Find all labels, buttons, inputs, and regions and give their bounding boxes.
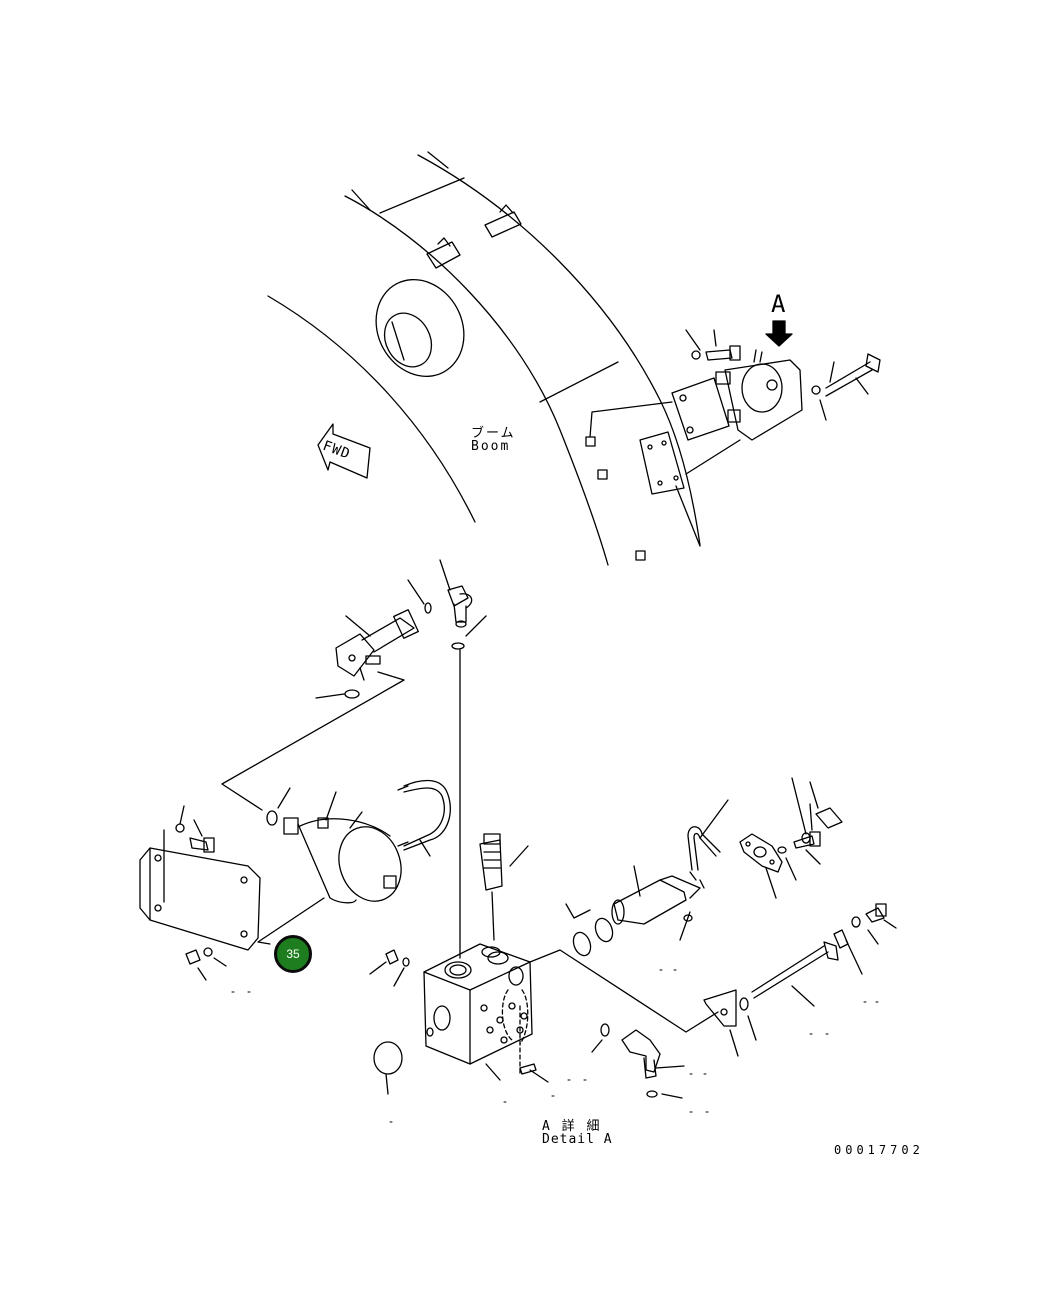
view-a-letter: A xyxy=(771,290,786,318)
solenoid-fitting xyxy=(221,609,419,811)
fwd-arrow-outline xyxy=(317,423,371,479)
view-a-arrow xyxy=(765,320,793,347)
hose xyxy=(397,779,451,857)
cartridge-valve xyxy=(479,833,529,958)
solenoid-coil xyxy=(565,865,705,957)
elbow-fitting-lower xyxy=(621,1029,685,1099)
manifold-block xyxy=(423,943,719,1083)
accumulator xyxy=(257,787,402,945)
tube-u xyxy=(687,799,729,871)
mounting-bracket xyxy=(139,805,261,981)
upper-valve-assembly xyxy=(589,329,881,547)
boom-label-en: Boom xyxy=(471,439,511,454)
long-bolt xyxy=(751,903,897,1007)
ref-dashes xyxy=(231,969,879,1123)
boom-outline xyxy=(267,151,701,566)
elbow-fitting-upper xyxy=(407,559,487,650)
block-fittings xyxy=(369,949,610,1095)
boom-label-jp: ブーム xyxy=(471,426,516,441)
flange-block xyxy=(739,777,843,899)
small-bracket-right xyxy=(703,989,757,1057)
boom-clips xyxy=(426,204,646,561)
drawing-number: 00017702 xyxy=(834,1143,924,1157)
detail-label-en: Detail A xyxy=(542,1132,613,1147)
callout-35-number: 35 xyxy=(286,947,300,961)
callout-35[interactable]: 35 xyxy=(274,935,312,973)
detail-label-jp: A 詳 細 xyxy=(542,1119,602,1134)
